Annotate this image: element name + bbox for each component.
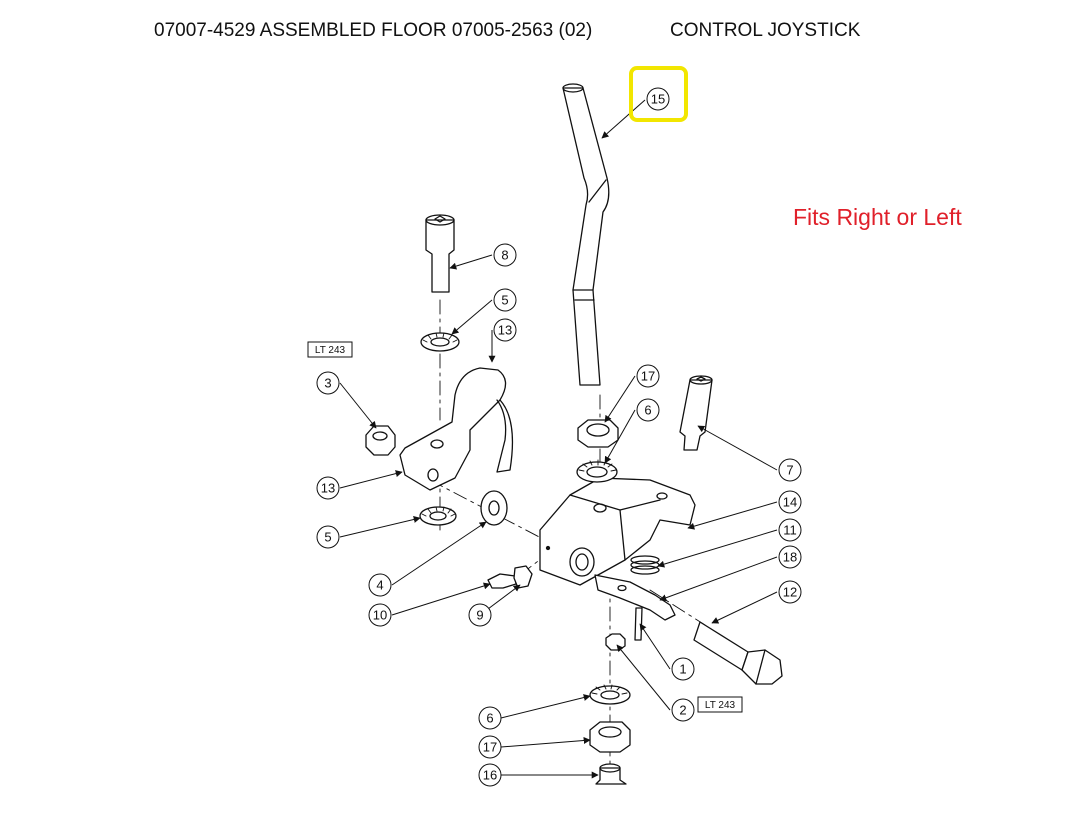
callout-2: 2 xyxy=(671,698,695,722)
callout-6: 6 xyxy=(478,706,502,730)
callout-number: 2 xyxy=(679,703,686,718)
part-5-lock-washer-lower xyxy=(419,506,457,526)
part-12-hex-bolt xyxy=(693,621,783,685)
callout-9: 9 xyxy=(468,603,492,627)
callout-number: 5 xyxy=(324,530,331,545)
callout-17: 17 xyxy=(636,364,660,388)
callout-number: 1 xyxy=(679,662,686,677)
part-8-cap-screw xyxy=(425,214,455,293)
callout-5: 5 xyxy=(316,525,340,549)
part-5-lock-washer-upper xyxy=(420,332,460,352)
callout-13: 13 xyxy=(493,318,517,342)
part-3-nut xyxy=(365,425,396,456)
part-13-clamp-arm xyxy=(399,367,514,491)
highlight-box xyxy=(629,66,688,122)
drawing-subtitle: CONTROL JOYSTICK xyxy=(670,20,861,41)
callout-3: 3 xyxy=(316,371,340,395)
callout-number: 3 xyxy=(324,376,331,391)
part-7-shoulder-bolt xyxy=(679,375,713,451)
callout-15: 15 xyxy=(646,87,670,111)
part-11-spring xyxy=(630,555,660,575)
callout-13: 13 xyxy=(316,476,340,500)
callout-number: 4 xyxy=(376,578,383,593)
callout-number: 5 xyxy=(501,293,508,308)
callout-8: 8 xyxy=(493,243,517,267)
part-6-star-washer-lower xyxy=(589,684,631,705)
part-15-joystick-tube xyxy=(562,83,610,386)
callout-number: 11 xyxy=(783,523,797,538)
callout-number: 12 xyxy=(783,585,797,600)
part-16-bushing xyxy=(595,763,627,785)
callout-number: 15 xyxy=(651,92,665,107)
part-14-main-body xyxy=(539,477,696,586)
callout-12: 12 xyxy=(778,580,802,604)
lt-label-top: LT 243 xyxy=(307,341,353,358)
callout-number: 6 xyxy=(644,403,651,418)
callout-6: 6 xyxy=(636,398,660,422)
callout-number: 13 xyxy=(321,481,335,496)
part-17-hex-nut-lower xyxy=(589,721,631,753)
fits-note: Fits Right or Left xyxy=(793,204,962,230)
callout-1: 1 xyxy=(671,657,695,681)
callout-10: 10 xyxy=(368,603,392,627)
callout-16: 16 xyxy=(478,763,502,787)
part-2-small-nut xyxy=(605,633,626,651)
callout-number: 17 xyxy=(641,369,655,384)
callout-7: 7 xyxy=(778,458,802,482)
lt-label-top-text: LT 243 xyxy=(315,345,346,356)
part-4-flat-washer xyxy=(480,490,508,526)
part-6-star-washer-upper xyxy=(576,459,618,483)
callout-4: 4 xyxy=(368,573,392,597)
callout-number: 17 xyxy=(483,740,497,755)
part-1-pin xyxy=(634,607,643,641)
callout-number: 18 xyxy=(783,550,797,565)
leader-lines xyxy=(339,99,778,779)
lt-label-bottom: LT 243 xyxy=(697,696,743,713)
callout-number: 6 xyxy=(486,711,493,726)
callout-18: 18 xyxy=(778,545,802,569)
callout-14: 14 xyxy=(778,490,802,514)
part-18-detent-plate xyxy=(594,574,676,621)
part-17-hex-nut-upper xyxy=(577,419,619,448)
callout-number: 8 xyxy=(501,248,508,263)
callout-11: 11 xyxy=(778,518,802,542)
callout-number: 7 xyxy=(786,463,793,478)
lt-label-bottom-text: LT 243 xyxy=(705,700,736,711)
callout-17: 17 xyxy=(478,735,502,759)
drawing-title: 07007-4529 ASSEMBLED FLOOR 07005-2563 (0… xyxy=(154,20,593,41)
callout-number: 13 xyxy=(498,323,512,338)
callout-number: 9 xyxy=(476,608,483,623)
callout-number: 10 xyxy=(373,608,387,623)
callout-number: 16 xyxy=(483,768,497,783)
callout-5: 5 xyxy=(493,288,517,312)
part-9-clip xyxy=(513,565,533,589)
part-10-screw xyxy=(487,573,517,589)
callout-number: 14 xyxy=(783,495,797,510)
